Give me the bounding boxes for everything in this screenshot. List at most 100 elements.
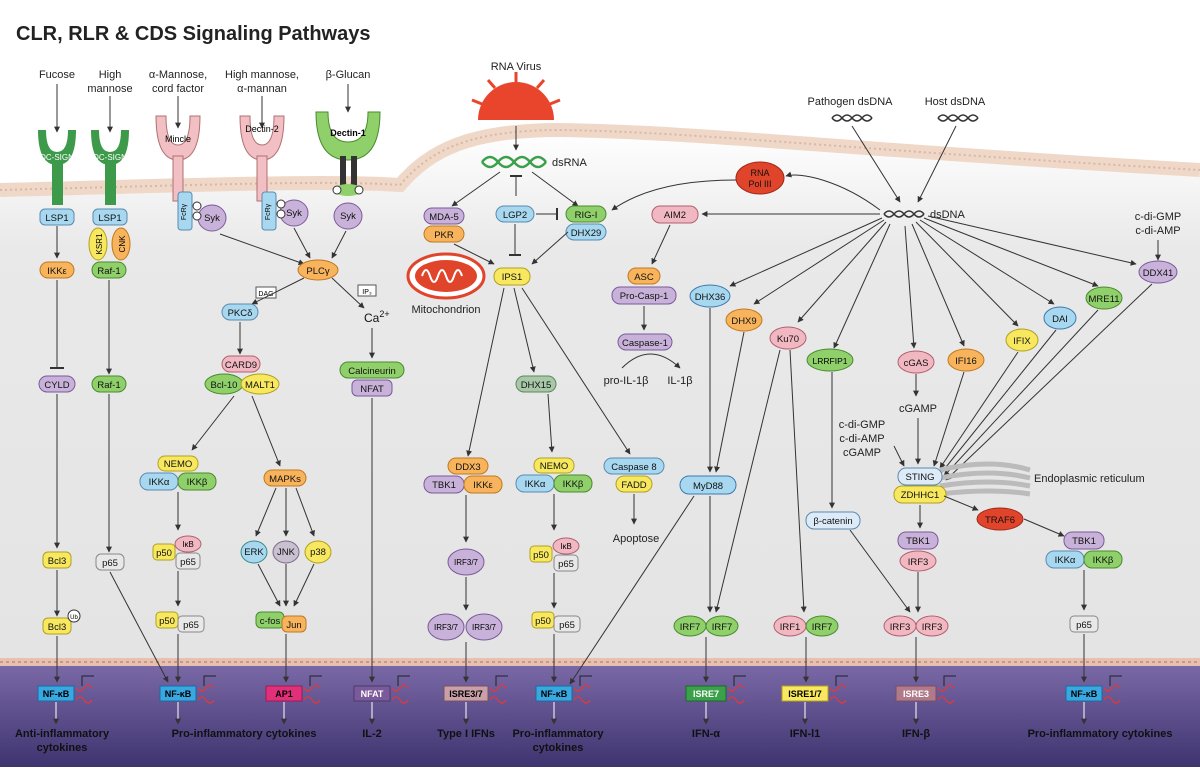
- phospho-b2: [276, 209, 286, 219]
- arrow-bcatenin-irf3: [849, 529, 911, 613]
- dectin2-receptor: Dectin-2: [239, 115, 285, 202]
- node-cyld: CYLD: [38, 375, 76, 393]
- svg-text:ISRE3/7: ISRE3/7: [449, 689, 483, 699]
- il1b-label: IL-1β: [667, 375, 692, 387]
- ip3-label: IP₃: [362, 289, 372, 296]
- phospho-a1: [192, 201, 202, 211]
- arrow-ddx41-sting: [945, 283, 1153, 481]
- svg-text:CNK: CNK: [118, 235, 127, 253]
- svg-text:p50: p50: [533, 550, 549, 561]
- svg-text:Caspase-1: Caspase-1: [622, 338, 668, 349]
- membrane-texture: [0, 128, 1200, 191]
- arrow-mre11-sting: [943, 309, 1099, 477]
- node-pkr: PKR: [423, 225, 465, 243]
- svg-text:JNK: JNK: [277, 547, 296, 558]
- arrow-ifix-sting: [939, 351, 1019, 469]
- er-icon: [939, 461, 1031, 497]
- svg-text:β-catenin: β-catenin: [813, 516, 852, 527]
- svg-text:IKKβ: IKKβ: [187, 477, 208, 488]
- arrow-ku70-irf1: [789, 349, 807, 613]
- svg-text:IKKα: IKKα: [1055, 555, 1076, 566]
- er-label: Endoplasmic reticulum: [1034, 473, 1145, 485]
- node-ifi16: IFI16: [947, 348, 985, 372]
- ligand-cdiamp: c-di-AMP: [1135, 225, 1180, 237]
- svg-text:IRF7: IRF7: [712, 622, 733, 633]
- node-p65-d: p65: [553, 554, 579, 572]
- node-lsp1-a: LSP1: [39, 208, 75, 226]
- svg-text:NF-κB: NF-κB: [1071, 689, 1098, 699]
- node-ikb-a: IκB: [174, 535, 202, 553]
- dcsign-receptor-1: DC-SIGN: [38, 130, 76, 205]
- svg-text:cGAS: cGAS: [904, 358, 929, 369]
- node-cfos: c-fos: [255, 611, 285, 629]
- output-il2: IL-2: [362, 728, 382, 740]
- arrow-mapks-p38: [295, 487, 315, 537]
- output-proinf-3: Pro-inflammatory cytokines: [1028, 728, 1173, 740]
- node-syk-a: Syk: [197, 204, 227, 232]
- tf-isre37: ISRE3/7: [443, 675, 508, 704]
- svg-text:PKCδ: PKCδ: [228, 308, 253, 319]
- node-rigi: RIG-I: [565, 205, 607, 223]
- svg-text:p65: p65: [102, 558, 118, 569]
- svg-text:RIG-I: RIG-I: [575, 210, 598, 221]
- node-bcl3-b: Bcl3 Ub: [42, 609, 81, 635]
- dag-label: DAG: [258, 291, 273, 298]
- tf-ap1: AP1: [265, 675, 322, 704]
- ligand-amannose-1: α-Mannose,: [149, 69, 207, 81]
- node-ikkb-b: IKKβ: [553, 474, 593, 493]
- node-irf3-a: IRF3: [899, 550, 937, 572]
- svg-text:IPS1: IPS1: [502, 272, 523, 283]
- svg-text:LSP1: LSP1: [45, 213, 68, 224]
- node-irf37-c: IRF3/7: [465, 613, 503, 641]
- node-irf7-c: IRF7: [805, 615, 839, 637]
- dectin1-receptor: Dectin-1: [315, 111, 381, 192]
- arrow-traf6-tbk1: [1023, 518, 1065, 537]
- arrow-dsdna-lrrfip1: [833, 223, 891, 349]
- node-irf7-b: IRF7: [705, 615, 739, 637]
- calcium-label: Ca2+: [364, 309, 390, 325]
- svg-text:IRF1: IRF1: [780, 622, 801, 633]
- node-nemo-a: NEMO: [157, 455, 199, 472]
- tf-nfkb-2: NF-κB: [159, 675, 216, 704]
- node-zdhhc1: ZDHHC1: [893, 485, 947, 504]
- node-ku70: Ku70: [769, 326, 807, 350]
- arrow-dhx15-nemo: [547, 393, 555, 453]
- node-p65-c: p65: [177, 615, 205, 633]
- node-mapks: MAPKs: [263, 469, 307, 487]
- arrow-myd88-nfkb: [569, 495, 695, 685]
- node-fadd: FADD: [615, 475, 653, 493]
- node-dai: DAI: [1043, 306, 1077, 330]
- phospho-b1: [276, 199, 286, 209]
- svg-text:p65: p65: [180, 557, 196, 568]
- svg-text:IRF3: IRF3: [908, 557, 929, 568]
- host-dna-icon-b: [937, 114, 979, 122]
- arrow-dsdna-dai: [919, 219, 1055, 305]
- arrow-dsdna-mre11: [923, 217, 1099, 287]
- node-ddx3: DDX3: [447, 457, 489, 475]
- node-irf3-b: IRF3: [883, 615, 917, 637]
- svg-text:AIM2: AIM2: [664, 210, 686, 221]
- node-fcry-a: FcRγ: [177, 191, 193, 231]
- cdn-gmp-label: c-di-GMP: [839, 419, 885, 431]
- node-caspase8: Caspase 8: [603, 457, 665, 475]
- svg-text:Dectin-1: Dectin-1: [330, 128, 366, 138]
- arrow-dsdna-ku70: [797, 221, 887, 323]
- ligand-cdigmp: c-di-GMP: [1135, 211, 1181, 223]
- node-lrrfip1: LRRFIP1: [806, 348, 854, 372]
- node-malt1: MALT1: [240, 373, 280, 395]
- svg-text:MALT1: MALT1: [245, 380, 275, 391]
- arrow-sykc-plcy: [331, 230, 347, 259]
- tf-nfkb-1: NF-κB: [37, 675, 94, 704]
- arrow-pathogen-dsdna: [851, 125, 901, 203]
- dcsign-receptor-2: DC-SIGN: [91, 130, 129, 205]
- svg-text:ISRE1/7: ISRE1/7: [788, 689, 822, 699]
- svg-text:Mincle: Mincle: [165, 134, 191, 144]
- svg-text:MDA-5: MDA-5: [429, 212, 459, 223]
- node-irf3-c: IRF3: [915, 615, 949, 637]
- node-p65-e: p65: [553, 615, 581, 633]
- svg-text:IKKε: IKKε: [473, 480, 493, 491]
- node-plcy: PLCγ: [297, 259, 339, 281]
- rna-virus-icon: [471, 72, 561, 120]
- node-asc: ASC: [627, 267, 661, 285]
- svg-text:LSP1: LSP1: [98, 213, 121, 224]
